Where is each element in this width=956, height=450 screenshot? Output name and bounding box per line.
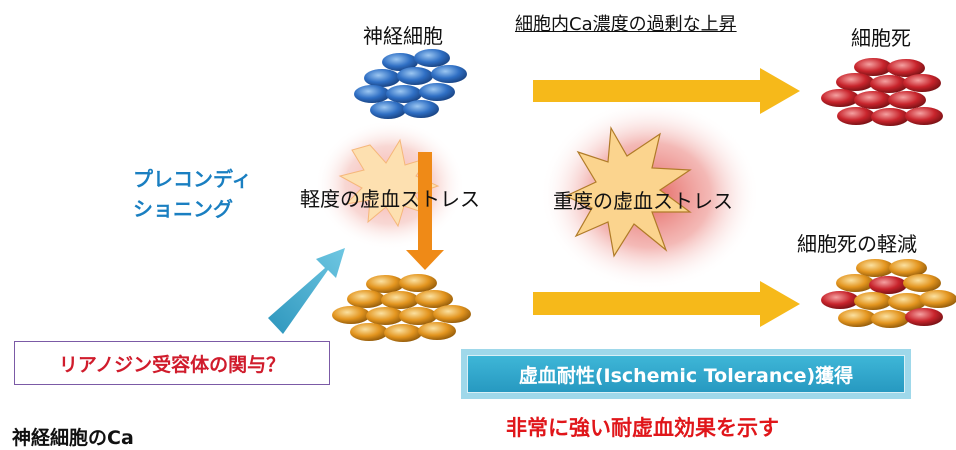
ryanodine-receptor-text: リアノジン受容体の関与？ [58,353,286,376]
bottom-horizontal-arrow [533,281,800,327]
bottom-partial-text: 神経細胞のCa [12,427,134,449]
mild-stress-label: 軽度の虚血ストレス [300,187,480,211]
ischemic-tolerance-text: 虚血耐性(Ischemic Tolerance)獲得 [518,364,854,387]
reduced-death-cluster [821,259,956,328]
strong-effect-text: 非常に強い耐虚血効果を示す [506,416,779,440]
burst-icon [338,138,440,228]
top-caption: 細胞内Ca濃度の過剰な上昇 [515,14,737,35]
burst-icon [564,126,692,258]
dead-cell-cluster [821,58,943,126]
top-horizontal-arrow [533,68,800,114]
ryanodine-receptor-box: リアノジン受容体の関与？ [14,341,330,385]
neuron-cluster [354,49,467,119]
vertical-arrow [406,152,444,270]
cell-death-label: 細胞死 [851,26,911,50]
severe-stress-label: 重度の虚血ストレス [553,189,733,213]
preconditioning-label: プレコンディ ショニング [133,167,252,221]
reduced-cell-death-label: 細胞死の軽減 [797,232,917,256]
neurons-label: 神経細胞 [363,24,443,48]
preconditioning-arrow [268,248,345,334]
ischemic-tolerance-box: 虚血耐性(Ischemic Tolerance)獲得 [461,349,911,399]
tolerant-cell-cluster [332,274,471,342]
